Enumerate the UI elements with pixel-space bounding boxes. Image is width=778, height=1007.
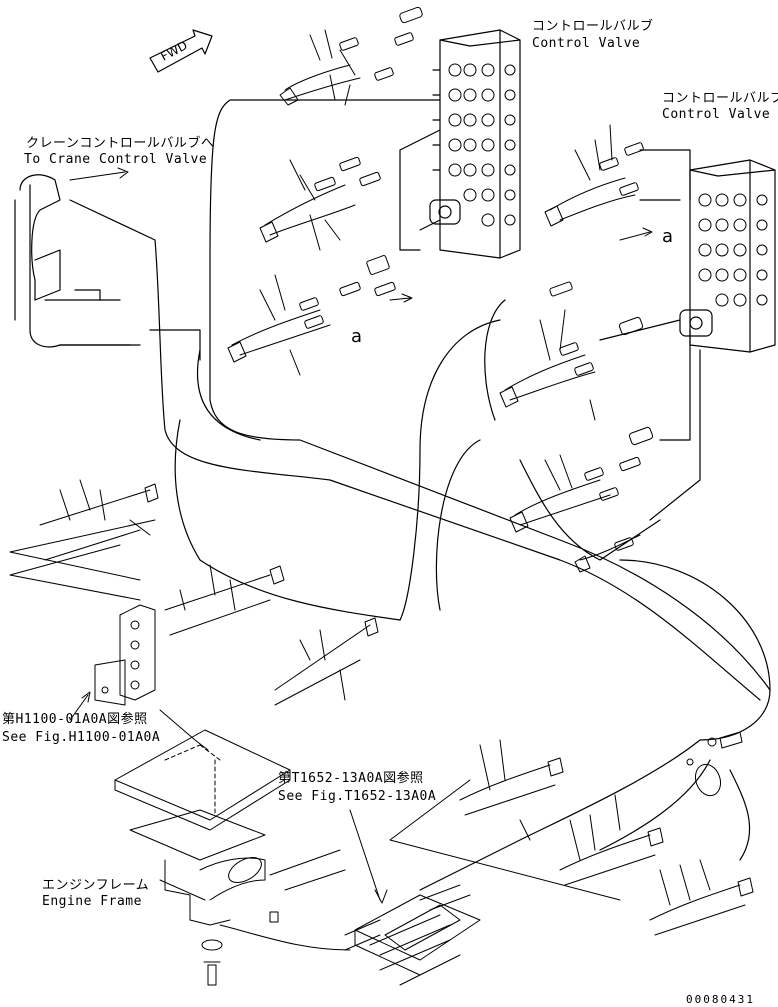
main-hose-routing (69, 99, 771, 891)
control-valve-1-label-jp: コントロールバルブ (532, 19, 654, 34)
ref-h1100-label-en: See Fig.H1100-01A0A (2, 730, 161, 745)
control-valve-2-label-jp: コントロールバルブ (662, 91, 778, 106)
crane-valve-hoses (14, 174, 201, 361)
crane-valve-label-jp: クレーンコントロールバルブへ (26, 136, 215, 151)
engine-frame-label-en: Engine Frame (42, 894, 142, 909)
hose-bundle-mid-left (259, 156, 396, 297)
control-valve-2 (679, 159, 776, 353)
callout-arrows (69, 167, 653, 904)
marker-a-right: a (662, 226, 674, 247)
ref-t1652-label-en: See Fig.T1652-13A0A (278, 789, 437, 804)
hose-bundle-lower-right (389, 739, 754, 936)
crane-valve-label-en: To Crane Control Valve (24, 152, 208, 167)
hose-bracket (94, 604, 156, 706)
control-valve-2-label-en: Control Valve (662, 107, 771, 122)
hose-bundle-right-mid (499, 281, 654, 446)
engine-frame-assembly (114, 729, 351, 986)
ref-t1652-label-jp: 第T1652-13A0A図参照 (278, 771, 424, 786)
marker-a-left: a (351, 326, 363, 347)
ref-h1100-label-jp: 第H1100-01A0A図参照 (2, 712, 148, 727)
hose-bundle-right-upper (544, 124, 644, 227)
hose-bundle-top (279, 6, 423, 106)
hose-bundle-right-lower (509, 454, 641, 573)
fwd-arrow-icon (149, 29, 213, 73)
part-code: 00080431 (686, 993, 755, 1006)
control-valve-1 (429, 29, 521, 259)
hose-clamp (686, 731, 743, 797)
hose-bundle-center (227, 274, 331, 376)
lower-valve-block (344, 884, 481, 986)
engine-frame-label-jp: エンジンフレーム (42, 878, 150, 893)
hose-bundle-left-lower (9, 479, 379, 706)
control-valve-1-label-en: Control Valve (532, 36, 641, 51)
